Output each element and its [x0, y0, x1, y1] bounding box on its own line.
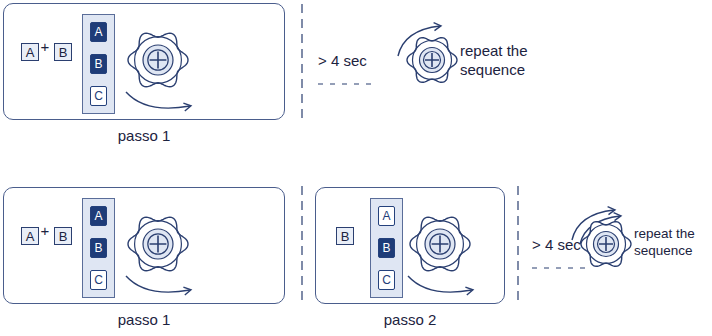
separator-line: [301, 4, 302, 120]
button-key: B: [336, 227, 354, 245]
note-text: repeat the sequence: [634, 226, 710, 260]
key-letter: B: [94, 241, 102, 255]
step-label: passo 2: [316, 311, 504, 328]
timing-line: [532, 267, 588, 268]
step-box: passo 1ABABC: [3, 3, 285, 120]
panel-key: B: [90, 238, 107, 258]
knob-icon: [407, 38, 457, 83]
key-letter: A: [94, 25, 102, 39]
key-letter: B: [59, 45, 68, 60]
key-letter: C: [94, 89, 103, 103]
knob-icon: [410, 217, 470, 271]
panel-key: A: [378, 206, 395, 226]
key-letter: C: [94, 273, 103, 287]
knob-icon: [128, 33, 188, 87]
key-letter: B: [382, 241, 390, 255]
note-text: > 4 sec: [532, 236, 602, 255]
plus-sign: +: [39, 38, 51, 57]
key-letter: B: [94, 57, 102, 71]
panel-key: B: [90, 54, 107, 74]
note-text: > 4 sec: [318, 52, 388, 71]
timing-line: [318, 83, 374, 84]
button-key: A: [21, 43, 39, 61]
button-key: A: [21, 227, 39, 245]
key-letter: B: [59, 229, 68, 244]
panel-key: B: [378, 238, 395, 258]
step-label: passo 1: [4, 127, 284, 144]
plus-sign: +: [39, 222, 51, 241]
knob-icon: [128, 217, 188, 271]
panel-key: A: [90, 22, 107, 42]
panel-key: A: [90, 206, 107, 226]
step-box: passo 2BABC: [315, 187, 505, 304]
panel-key: C: [90, 270, 107, 290]
knob-icon: [581, 222, 631, 267]
key-letter: A: [382, 209, 390, 223]
button-key: B: [54, 227, 72, 245]
key-letter: B: [341, 229, 350, 244]
panel-key: C: [378, 270, 395, 290]
panel-key: C: [90, 86, 107, 106]
key-letter: C: [382, 273, 391, 287]
key-letter: A: [26, 229, 35, 244]
key-letter: A: [26, 45, 35, 60]
step-box: passo 1ABABC: [3, 187, 285, 304]
step-label: passo 1: [4, 311, 284, 328]
rotation-arrow: [126, 92, 190, 108]
separator-line: [517, 186, 518, 305]
rotation-arrow: [408, 276, 472, 292]
key-letter: A: [94, 209, 102, 223]
note-text: repeat the sequence: [460, 42, 550, 80]
button-key: B: [54, 43, 72, 61]
separator-line: [301, 186, 302, 305]
rotation-arrow: [126, 276, 190, 292]
